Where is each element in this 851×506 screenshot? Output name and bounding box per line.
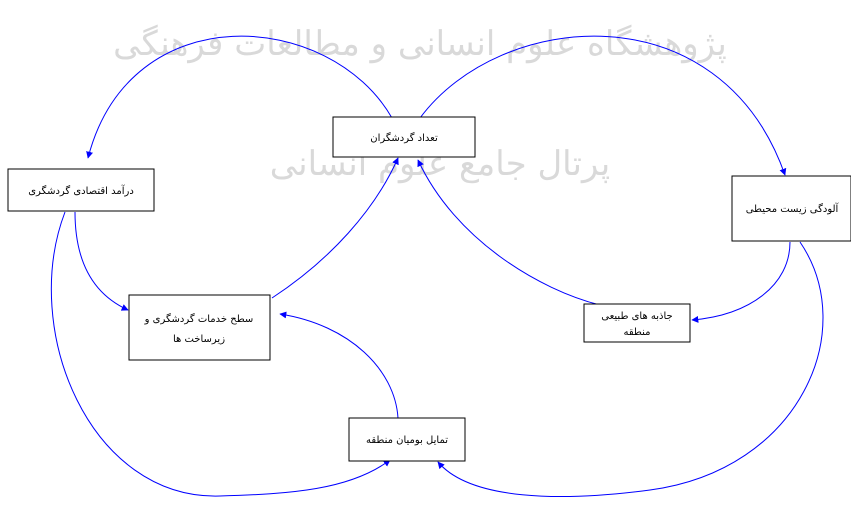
edge-income-to-locals bbox=[50, 211, 391, 497]
edge-pollution-to-locals bbox=[437, 241, 824, 497]
watermark: پژوهشگاه علوم انسانی و مطالعات فرهنگی پر… bbox=[113, 24, 727, 184]
node-nature: جاذبه های طبیعی منطقه bbox=[583, 303, 691, 343]
node-nature-label-line1: جاذبه های طبیعی bbox=[601, 311, 672, 322]
node-locals-box bbox=[348, 417, 466, 462]
node-pollution: آلودگی زیست محیطی bbox=[731, 175, 851, 242]
watermark-line1: پژوهشگاه علوم انسانی و مطالعات فرهنگی bbox=[113, 24, 727, 64]
node-pollution-box bbox=[731, 175, 851, 242]
edge-locals-to-services bbox=[279, 311, 399, 419]
node-income-label: درآمد اقتصادی گردشگری bbox=[28, 184, 134, 197]
node-income: درآمد اقتصادی گردشگری bbox=[7, 168, 155, 212]
edge-tourists-to-income bbox=[86, 35, 393, 159]
node-services-box bbox=[128, 294, 271, 361]
node-services-label-line2: زیرساخت ها bbox=[173, 334, 225, 345]
node-locals-label: تمایل بومیان منطقه bbox=[366, 435, 448, 446]
edge-pollution-to-nature bbox=[691, 241, 791, 323]
node-services: سطح خدمات گردشگری و زیرساخت ها bbox=[128, 294, 271, 361]
node-nature-label-line2: منطقه bbox=[624, 327, 651, 338]
edge-nature-to-tourists bbox=[417, 159, 601, 306]
node-income-box bbox=[7, 168, 155, 212]
edge-services-to-tourists bbox=[271, 157, 399, 299]
edge-income-to-services bbox=[74, 211, 129, 311]
node-tourists-label: تعداد گردشگران bbox=[370, 132, 438, 144]
node-locals: تمایل بومیان منطقه bbox=[348, 417, 466, 462]
node-pollution-label: آلودگی زیست محیطی bbox=[746, 202, 840, 215]
node-services-label-line1: سطح خدمات گردشگری و bbox=[144, 313, 254, 325]
edge-tourists-to-pollution bbox=[419, 35, 787, 176]
node-tourists: تعداد گردشگران bbox=[332, 116, 476, 158]
node-tourists-box bbox=[332, 116, 476, 158]
edges bbox=[50, 35, 824, 497]
node-nature-box bbox=[583, 303, 691, 343]
